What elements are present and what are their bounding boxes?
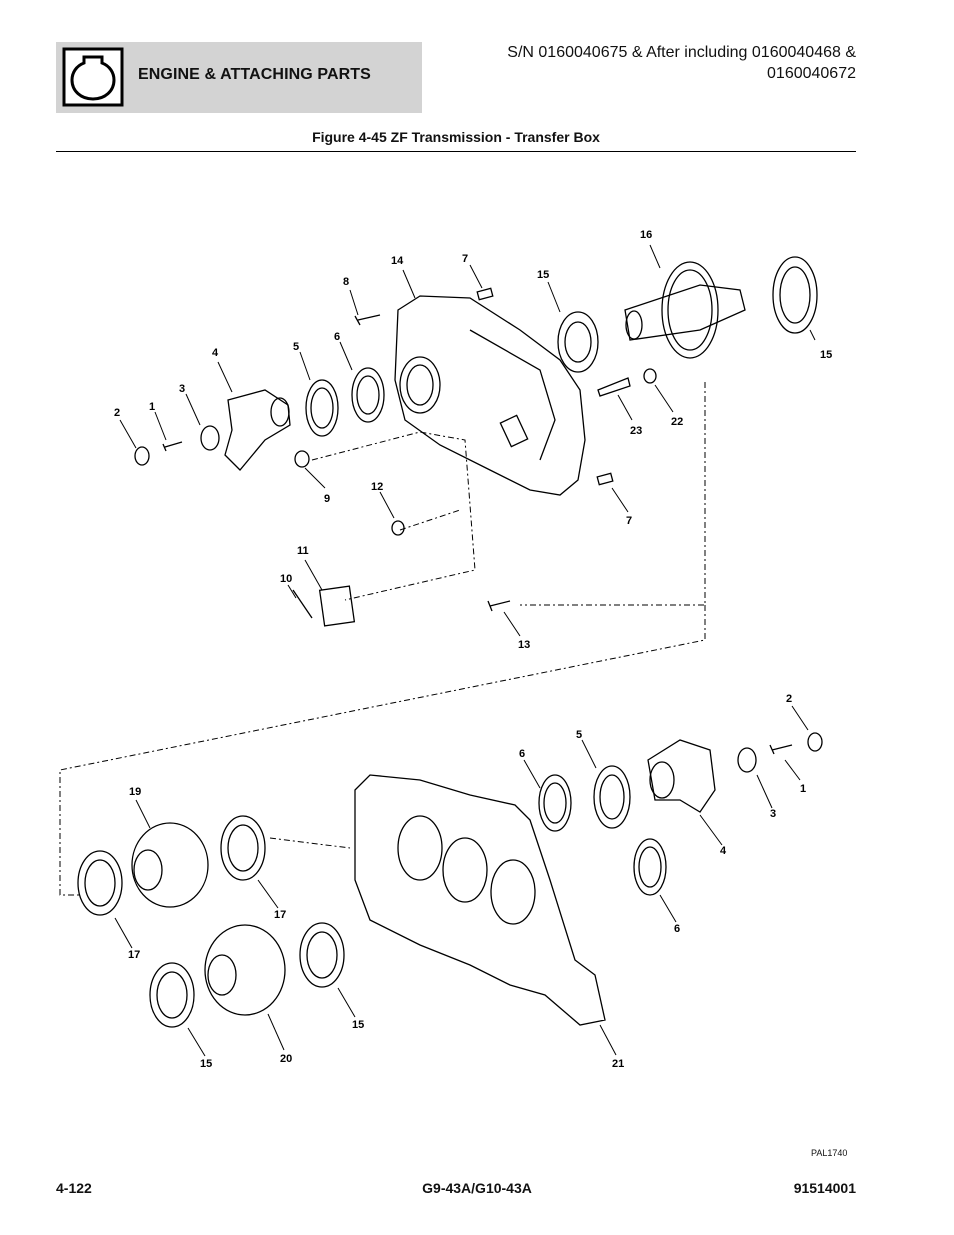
page-number: 4-122: [56, 1180, 92, 1196]
callout-17a: 17: [274, 909, 286, 921]
callout-7: 7: [462, 253, 468, 265]
callout-leaders: [114, 244, 816, 1057]
callout-2-lower: 2: [786, 693, 792, 705]
callout-10: 10: [280, 573, 292, 585]
engine-icon: [62, 47, 124, 107]
drawing-code: PAL1740: [811, 1148, 848, 1158]
callout-5-lower: 5: [576, 729, 582, 741]
callout-4: 4: [212, 347, 219, 359]
serial-number-range: S/N 0160040675 & After including 0160040…: [436, 42, 856, 84]
section-header: ENGINE & ATTACHING PARTS: [56, 42, 422, 113]
callout-12: 12: [371, 481, 383, 493]
callout-21: 21: [612, 1058, 624, 1070]
callout-15b: 15: [820, 349, 832, 361]
callout-9: 9: [324, 493, 330, 505]
callout-20: 20: [280, 1053, 292, 1065]
model-number: G9-43A/G10-43A: [422, 1180, 532, 1196]
serial-line-1: S/N 0160040675 & After including 0160040…: [507, 44, 856, 61]
callout-6-lower: 6: [519, 748, 525, 760]
callout-2: 2: [114, 407, 120, 419]
callout-5: 5: [293, 341, 299, 353]
callout-11: 11: [297, 545, 309, 557]
callout-3: 3: [179, 383, 185, 395]
callout-13: 13: [518, 639, 530, 651]
document-number: 91514001: [793, 1180, 856, 1196]
header-divider: [56, 151, 856, 152]
callout-19: 19: [129, 786, 141, 798]
callout-labels: 16 14 7 8 15 15 4 5 6 3 2 1 9 12 23 22 7…: [114, 229, 832, 1070]
callout-6: 6: [334, 331, 340, 343]
callout-3-lower: 3: [770, 808, 776, 820]
callout-15-lower-b: 15: [200, 1058, 212, 1070]
serial-line-2: 0160040672: [767, 65, 856, 82]
callout-15: 15: [537, 269, 549, 281]
callout-15-lower: 15: [352, 1019, 364, 1031]
callout-6-lower-b: 6: [674, 923, 680, 935]
callout-1: 1: [149, 401, 155, 413]
figure-title: Figure 4-45 ZF Transmission - Transfer B…: [312, 129, 600, 145]
callout-22: 22: [671, 416, 683, 428]
assembly-guide-lines: [59, 382, 706, 896]
section-title: ENGINE & ATTACHING PARTS: [138, 66, 371, 83]
callout-8: 8: [343, 276, 349, 288]
callout-4-lower: 4: [720, 845, 727, 857]
lower-assembly: [77, 732, 823, 1028]
callout-23: 23: [630, 425, 642, 437]
callout-7b: 7: [626, 515, 632, 527]
callout-14: 14: [391, 255, 404, 267]
callout-1-lower: 1: [800, 783, 806, 795]
callout-16: 16: [640, 229, 652, 241]
callout-17b: 17: [128, 949, 140, 961]
upper-assembly: [134, 256, 818, 627]
